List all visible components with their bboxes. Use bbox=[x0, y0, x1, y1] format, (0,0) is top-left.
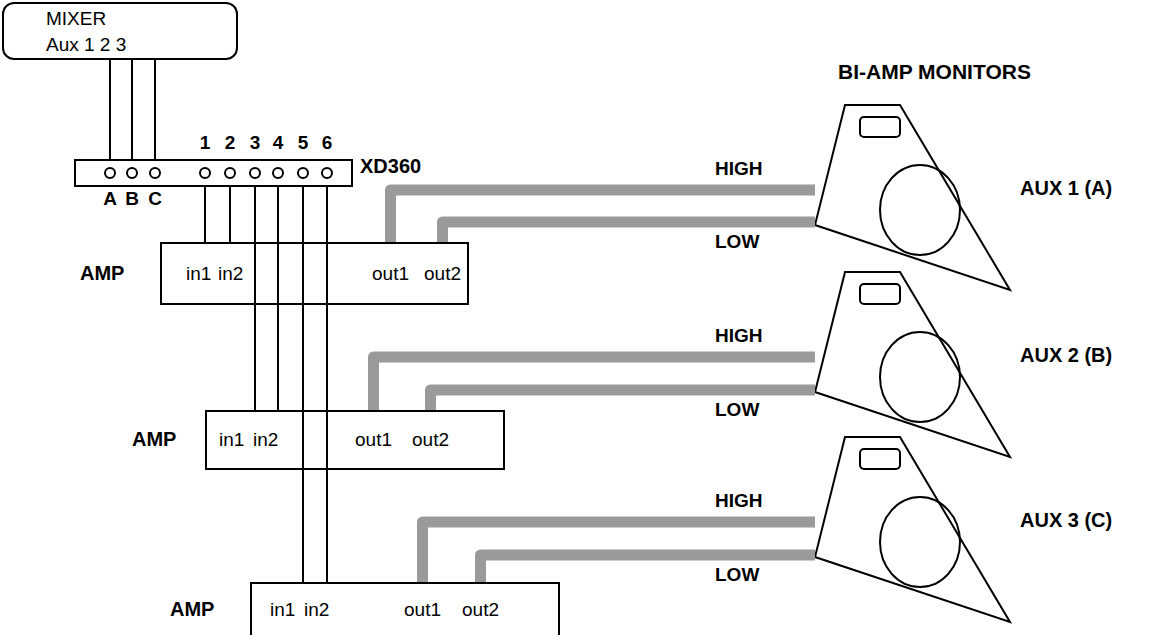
cable-label: LOW bbox=[715, 565, 759, 586]
output-number: 2 bbox=[225, 133, 236, 154]
node-text: in2 bbox=[218, 263, 243, 285]
input-letter: C bbox=[148, 189, 162, 210]
bi-amp-monitor: AUX 2 (B) bbox=[815, 272, 1010, 457]
amplifier-box: AMPin1in2out1out2 bbox=[250, 582, 560, 635]
diagram-title: BI-AMP MONITORS bbox=[838, 60, 1031, 83]
node-text: out2 bbox=[462, 599, 499, 621]
output-number: 3 bbox=[250, 133, 261, 154]
node-heading: AMP bbox=[80, 262, 124, 285]
cable-label: LOW bbox=[715, 400, 759, 421]
output-number: 5 bbox=[298, 133, 309, 154]
node-text: Aux 1 2 3 bbox=[46, 34, 126, 56]
amplifier-box: AMPin1in2out1out2 bbox=[160, 242, 469, 305]
node-text: in2 bbox=[253, 429, 278, 451]
output-number: 1 bbox=[200, 133, 211, 154]
jack-sockets bbox=[105, 168, 332, 178]
signal-line bbox=[302, 186, 304, 582]
signal-line bbox=[204, 186, 206, 242]
node-text: in1 bbox=[270, 599, 295, 621]
node-heading: AUX 1 (A) bbox=[1020, 177, 1112, 200]
node-heading: AUX 3 (C) bbox=[1020, 509, 1112, 532]
node-text: out1 bbox=[404, 599, 441, 621]
cable-label: HIGH bbox=[715, 491, 763, 512]
bi-amp-monitor: AUX 1 (A) bbox=[815, 105, 1010, 290]
cable-label: HIGH bbox=[715, 159, 763, 180]
node-text: out2 bbox=[412, 429, 449, 451]
xd360-strip bbox=[75, 160, 352, 186]
cable-label: LOW bbox=[715, 232, 759, 253]
node-text: out2 bbox=[424, 263, 461, 285]
node-text: out1 bbox=[372, 263, 409, 285]
input-letter: A bbox=[103, 189, 117, 210]
node-heading: AUX 2 (B) bbox=[1020, 344, 1112, 367]
crossover-unit: XD360 bbox=[75, 160, 352, 186]
node-text: out1 bbox=[355, 429, 392, 451]
bi-amp-monitor: AUX 3 (C) bbox=[815, 437, 1010, 622]
signal-line bbox=[277, 186, 279, 410]
output-number: 6 bbox=[322, 133, 333, 154]
node-text: in1 bbox=[219, 429, 244, 451]
node-text: MIXER bbox=[46, 8, 106, 30]
node-heading: AMP bbox=[170, 598, 214, 621]
node-heading: XD360 bbox=[360, 155, 421, 178]
cable-label: HIGH bbox=[715, 326, 763, 347]
monitor-wedge bbox=[815, 272, 1010, 457]
node-text: in2 bbox=[304, 599, 329, 621]
signal-line bbox=[254, 186, 256, 410]
signal-line bbox=[154, 60, 156, 160]
signal-line bbox=[131, 60, 133, 160]
node-text: in1 bbox=[186, 263, 211, 285]
input-letter: B bbox=[125, 189, 139, 210]
speaker-cable bbox=[480, 555, 815, 582]
output-number: 4 bbox=[273, 133, 284, 154]
signal-line bbox=[109, 60, 111, 160]
signal-line bbox=[229, 186, 231, 242]
mixer-box: MIXER Aux 1 2 3 bbox=[2, 2, 238, 60]
node-heading: AMP bbox=[132, 428, 176, 451]
signal-line bbox=[326, 186, 328, 582]
monitor-wedge bbox=[815, 437, 1010, 622]
monitor-wedge bbox=[815, 105, 1010, 290]
amplifier-box: AMPin1in2out1out2 bbox=[205, 410, 505, 470]
